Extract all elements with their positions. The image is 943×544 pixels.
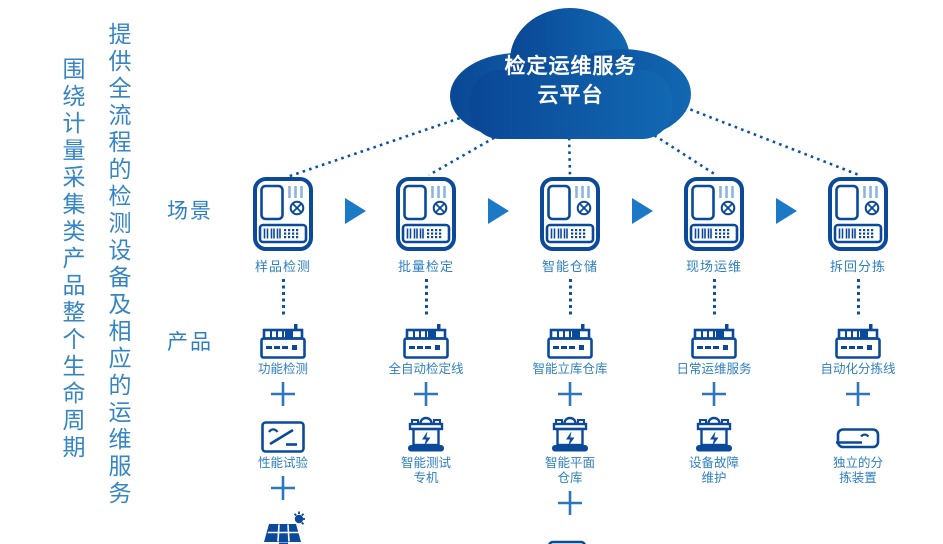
product-icon-ac	[835, 411, 881, 453]
product-icon-detector	[403, 317, 449, 359]
product-label: 智能立库仓库	[532, 362, 608, 376]
scenario-column-1: 样品检测 功能检测 性能试验 环境试验	[223, 177, 343, 544]
product-label: 全自动检定线	[388, 362, 464, 376]
meter-device-icon	[540, 177, 600, 256]
plus-icon	[844, 379, 872, 409]
meter-device-icon	[253, 177, 313, 256]
row-label-scenario: 场景	[167, 200, 213, 223]
scenario-column-4: 现场运维 日常运维服务 设备故障维护	[654, 177, 774, 486]
scenario-product-dotted-link	[281, 279, 285, 317]
side-note-service: 提供全流程的检测设备及相应的运维服务	[105, 22, 131, 508]
flow-arrow-right-icon	[488, 198, 509, 224]
scenario-label: 智能仓储	[541, 259, 598, 274]
scenario-product-dotted-link	[712, 279, 716, 317]
product-icon-solar	[259, 505, 307, 544]
meter-device-icon	[684, 177, 744, 256]
product-icon-detector	[691, 317, 737, 359]
cloud-title-line2: 云平台	[537, 84, 604, 107]
product-label: 智能平面仓库	[544, 456, 595, 485]
plus-icon	[269, 473, 297, 503]
product-icon-press	[403, 411, 449, 453]
product-label: 智能测试专机	[400, 456, 451, 485]
plus-icon	[556, 379, 584, 409]
plus-icon	[556, 488, 584, 518]
product-icon-press	[691, 411, 737, 453]
scenario-label: 样品检测	[254, 259, 311, 274]
product-icon-detector	[835, 317, 881, 359]
scenario-label: 现场运维	[685, 259, 742, 274]
meter-device-icon	[396, 177, 456, 256]
product-label: 自动化分拣线	[820, 362, 896, 376]
product-icon-press	[547, 411, 593, 453]
scenario-product-dotted-link	[856, 279, 860, 317]
row-label-product: 产品	[167, 331, 213, 354]
scenario-column-2: 批量检定 全自动检定线 智能测试专机	[366, 177, 486, 486]
flow-arrow-right-icon	[776, 198, 797, 224]
product-icon-detector	[260, 317, 306, 359]
flow-arrow-right-icon	[632, 198, 653, 224]
flow-arrow-right-icon	[344, 198, 366, 224]
scenario-label: 拆回分拣	[829, 259, 886, 274]
product-icon-perf	[261, 411, 305, 453]
cloud-platform: 检定运维服务 云平台	[448, 2, 693, 142]
meter-device-icon	[828, 177, 888, 256]
scenario-column-5: 拆回分拣 自动化分拣线 独立的分拣装置	[798, 177, 918, 486]
product-icon-detector	[547, 317, 593, 359]
cloud-icon	[450, 8, 691, 139]
scenario-product-dotted-link	[424, 279, 428, 317]
product-icon-battery	[547, 520, 593, 544]
product-label: 独立的分拣装置	[832, 456, 883, 485]
scenario-product-dotted-link	[568, 279, 572, 317]
product-label: 性能试验	[257, 456, 308, 470]
product-label: 设备故障维护	[688, 456, 739, 485]
scenario-label: 批量检定	[397, 259, 454, 274]
plus-icon	[269, 379, 297, 409]
product-label: 功能检测	[257, 362, 308, 376]
plus-icon	[700, 379, 728, 409]
product-label: 日常运维服务	[676, 362, 752, 376]
cloud-title: 检定运维服务 云平台	[448, 52, 693, 110]
side-note-lifecycle: 围绕计量采集类产品整个生命周期	[59, 57, 85, 462]
cloud-title-line1: 检定运维服务	[504, 55, 637, 78]
plus-icon	[412, 379, 440, 409]
